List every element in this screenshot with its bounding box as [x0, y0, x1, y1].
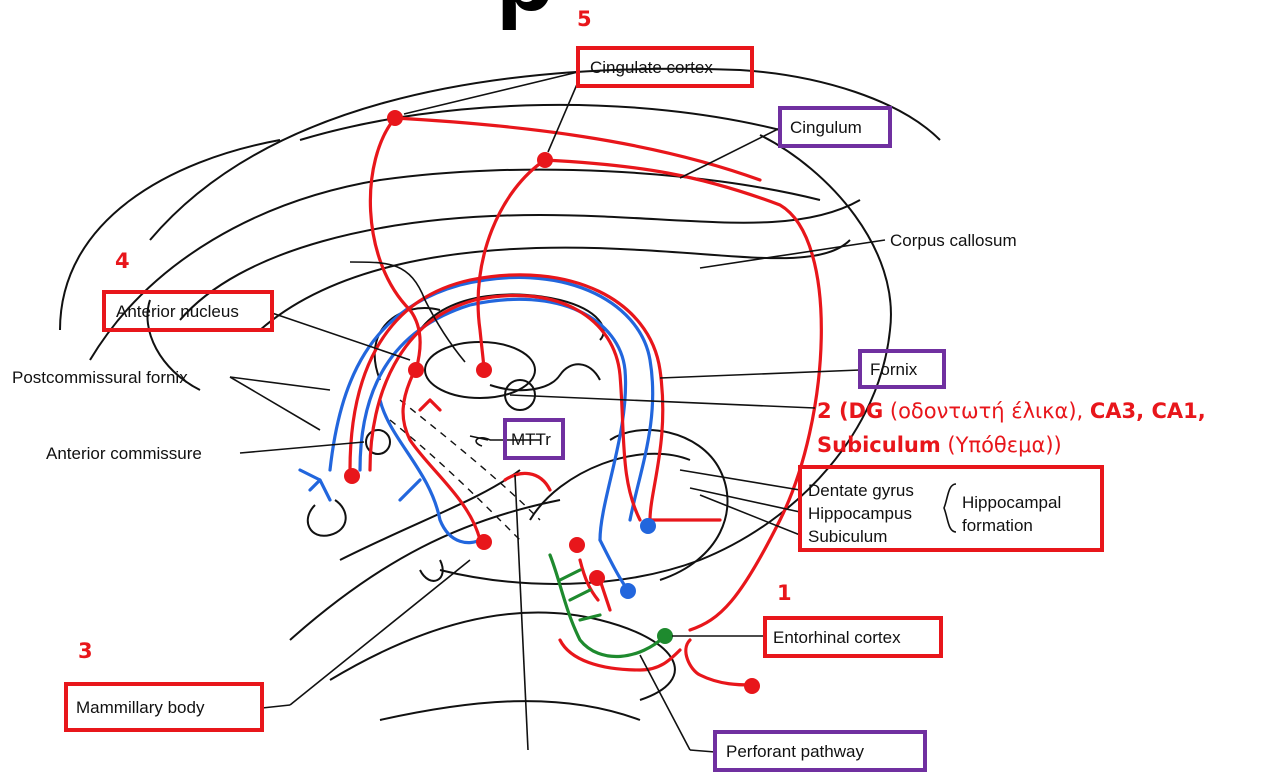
hippocampal-label: Hippocampal: [962, 493, 1061, 512]
step-number-3: 3: [78, 639, 93, 663]
corpus-callosum-label: Corpus callosum: [890, 231, 1017, 250]
fornix-label: Fornix: [870, 360, 918, 379]
mttr-label: MTTr: [511, 430, 551, 449]
dentate-gyrus-label: Dentate gyrus: [808, 481, 914, 500]
step-number-5: 5: [577, 7, 592, 31]
annotation-subiculum-greek: (Υπόθεμα)): [941, 433, 1062, 457]
leader-lines: [230, 72, 885, 752]
anterior-commissure-label: Anterior commissure: [46, 444, 202, 463]
mammillary-body-label: Mammillary body: [76, 698, 205, 717]
annotation-ca: CA3, CA1,: [1090, 399, 1206, 423]
formation-label: formation: [962, 516, 1033, 535]
cingulate-red-fibers: [370, 118, 821, 685]
brain-outline: [60, 69, 940, 720]
annotation-dg-greek: (οδοντωτή έλικα),: [883, 399, 1090, 423]
fornix-red-fibers: [350, 275, 720, 540]
subiculum-label: Subiculum: [808, 527, 887, 546]
step-2-annotation-line2: Subiculum (Υπόθεμα)): [817, 433, 1062, 457]
hippocampus-label: Hippocampus: [808, 504, 912, 523]
title-fragment: p: [496, 0, 555, 31]
step-number-2: 2: [817, 399, 832, 423]
anterior-nucleus-label: Anterior nucleus: [116, 302, 239, 321]
cingulum-label: Cingulum: [790, 118, 862, 137]
annotation-subiculum: Subiculum: [817, 433, 941, 457]
formation-brace: [944, 484, 956, 532]
perforant-pathway-label: Perforant pathway: [726, 742, 864, 761]
entorhinal-cortex-label: Entorhinal cortex: [773, 628, 901, 647]
annotation-dg: (DG: [839, 399, 883, 423]
step-2-annotation-line1: 2 (DG (οδοντωτή έλικα), CA3, CA1,: [817, 399, 1206, 423]
step-number-1: 1: [777, 581, 792, 605]
cingulate-cortex-label: Cingulate cortex: [590, 58, 713, 77]
step-number-4: 4: [115, 249, 130, 273]
synapse-dots: [344, 110, 760, 694]
postcommissural-fornix-label: Postcommissural fornix: [12, 368, 188, 387]
